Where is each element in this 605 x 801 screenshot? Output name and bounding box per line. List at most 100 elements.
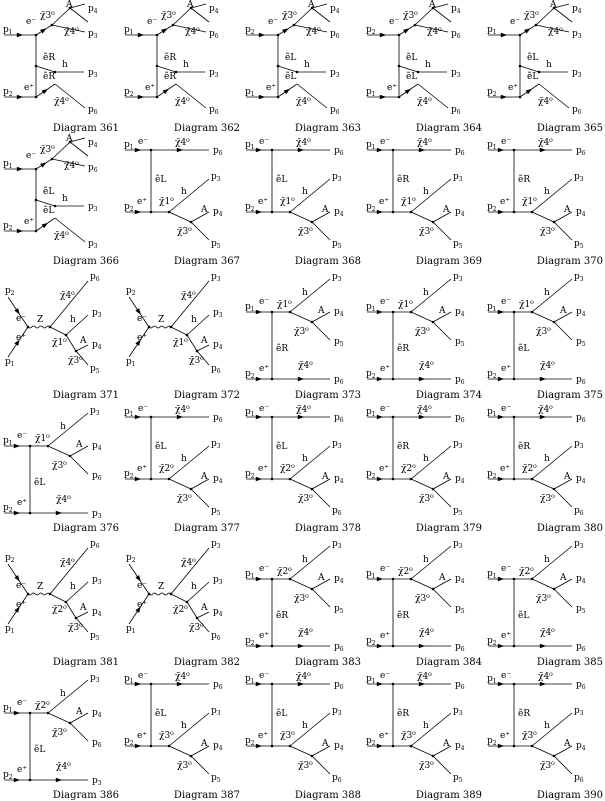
neutralino-label: χ̃2⁰: [35, 700, 50, 711]
neutralino-line: [186, 334, 198, 352]
diagram-caption: Diagram 379: [415, 523, 482, 534]
z-boson-line: [27, 325, 51, 329]
incoming-momentum: p1: [366, 569, 376, 580]
neutralino-label: χ̃1⁰: [35, 433, 50, 444]
subscript: 6: [461, 417, 465, 424]
subscript: 4: [219, 611, 223, 618]
neutralino-label: χ̃1⁰: [173, 337, 188, 348]
vertex-dot: [270, 310, 274, 314]
outgoing-momentum: p5: [453, 506, 463, 517]
vertex-dot: [46, 711, 50, 714]
electron-label: e⁻: [137, 581, 147, 591]
arrow-icon: [134, 476, 142, 481]
boson-line: [65, 314, 89, 336]
boson-label: Z: [37, 582, 43, 592]
boson-label: A: [75, 707, 83, 717]
vertex-dot: [74, 349, 78, 353]
subscript: 3: [215, 72, 219, 79]
vertex-dot: [276, 95, 280, 99]
vertex-dot: [68, 721, 72, 724]
boson-line: [186, 581, 210, 603]
subscript: 1: [493, 144, 497, 151]
neutralino-line: [519, 65, 540, 73]
arrow-icon: [376, 681, 384, 686]
arrow-icon: [14, 339, 20, 346]
boson-line: [432, 578, 452, 590]
boson-label: h: [302, 555, 308, 565]
positron-label: e⁺: [258, 464, 268, 474]
electron-label: e⁻: [501, 404, 511, 414]
subscript: 1: [372, 91, 376, 98]
subscript: 3: [219, 312, 223, 319]
electron-label: e⁻: [501, 297, 511, 307]
vertex-dot: [270, 477, 274, 480]
subscript: 6: [582, 150, 586, 157]
outgoing-momentum: p3: [209, 68, 219, 79]
vertex-dot: [28, 711, 32, 714]
neutralino-line: [553, 7, 573, 23]
subscript: 5: [461, 608, 465, 615]
neutralino-label: χ̃4⁰: [417, 671, 432, 682]
subscript: 3: [578, 72, 582, 79]
neutralino-line: [172, 24, 207, 33]
arrow-icon: [379, 32, 387, 38]
vertex-dot: [431, 487, 435, 490]
subscript: 6: [582, 379, 586, 386]
outgoing-momentum: p3: [332, 439, 342, 450]
neutralino-label: χ̃4⁰: [417, 137, 432, 148]
boson-label: h: [546, 60, 552, 70]
outgoing-momentum: p6: [330, 105, 340, 116]
subscript: 1: [132, 628, 136, 635]
subscript: 3: [580, 276, 584, 283]
arrow-icon: [255, 576, 263, 582]
diagram-caption: Diagram 374: [415, 389, 482, 401]
outgoing-momentum: p6: [334, 680, 344, 691]
vertex-dot: [167, 210, 171, 213]
subscript: 2: [11, 290, 15, 297]
arrow-icon: [13, 443, 21, 448]
electron-label: e⁻: [17, 431, 27, 441]
arrow-icon: [16, 228, 24, 233]
vertex-dot: [530, 210, 534, 213]
neutralino-line: [49, 593, 67, 603]
selectron-label: ẽR: [397, 441, 409, 452]
arrow-icon: [376, 309, 384, 315]
positron-label: e⁺: [379, 464, 389, 474]
subscript: 6: [215, 33, 219, 40]
subscript: 4: [98, 611, 102, 618]
boson-label: A: [79, 336, 87, 346]
incoming-momentum: p1: [366, 674, 376, 685]
outgoing-momentum: p4: [576, 574, 586, 585]
vertex-dot: [310, 754, 314, 757]
outgoing-momentum: p6: [88, 163, 98, 174]
outgoing-momentum: p4: [213, 607, 223, 618]
vertex-dot: [270, 744, 274, 747]
arrow-icon: [134, 147, 142, 152]
subscript: 2: [493, 640, 497, 647]
subscript: 1: [372, 144, 376, 151]
neutralino-line: [432, 588, 452, 608]
outgoing-momentum: p6: [92, 471, 102, 482]
incoming-momentum: p1: [366, 87, 376, 98]
electron-label: e⁻: [380, 404, 390, 414]
electron-label: e⁻: [389, 17, 399, 27]
positron-label: e⁺: [137, 600, 147, 610]
outgoing-momentum: p5: [211, 239, 221, 250]
subscript: 5: [340, 341, 344, 348]
subscript: 6: [340, 150, 344, 157]
outgoing-momentum: p5: [453, 773, 463, 784]
neutralino-line: [414, 7, 434, 26]
selectron-label: ẽL: [155, 441, 166, 452]
subscript: 3: [578, 33, 582, 40]
subscript: 3: [217, 276, 221, 283]
subscript: 3: [580, 443, 584, 450]
arrow-icon: [134, 743, 142, 748]
diagram-caption: Diagram 385: [536, 656, 603, 668]
